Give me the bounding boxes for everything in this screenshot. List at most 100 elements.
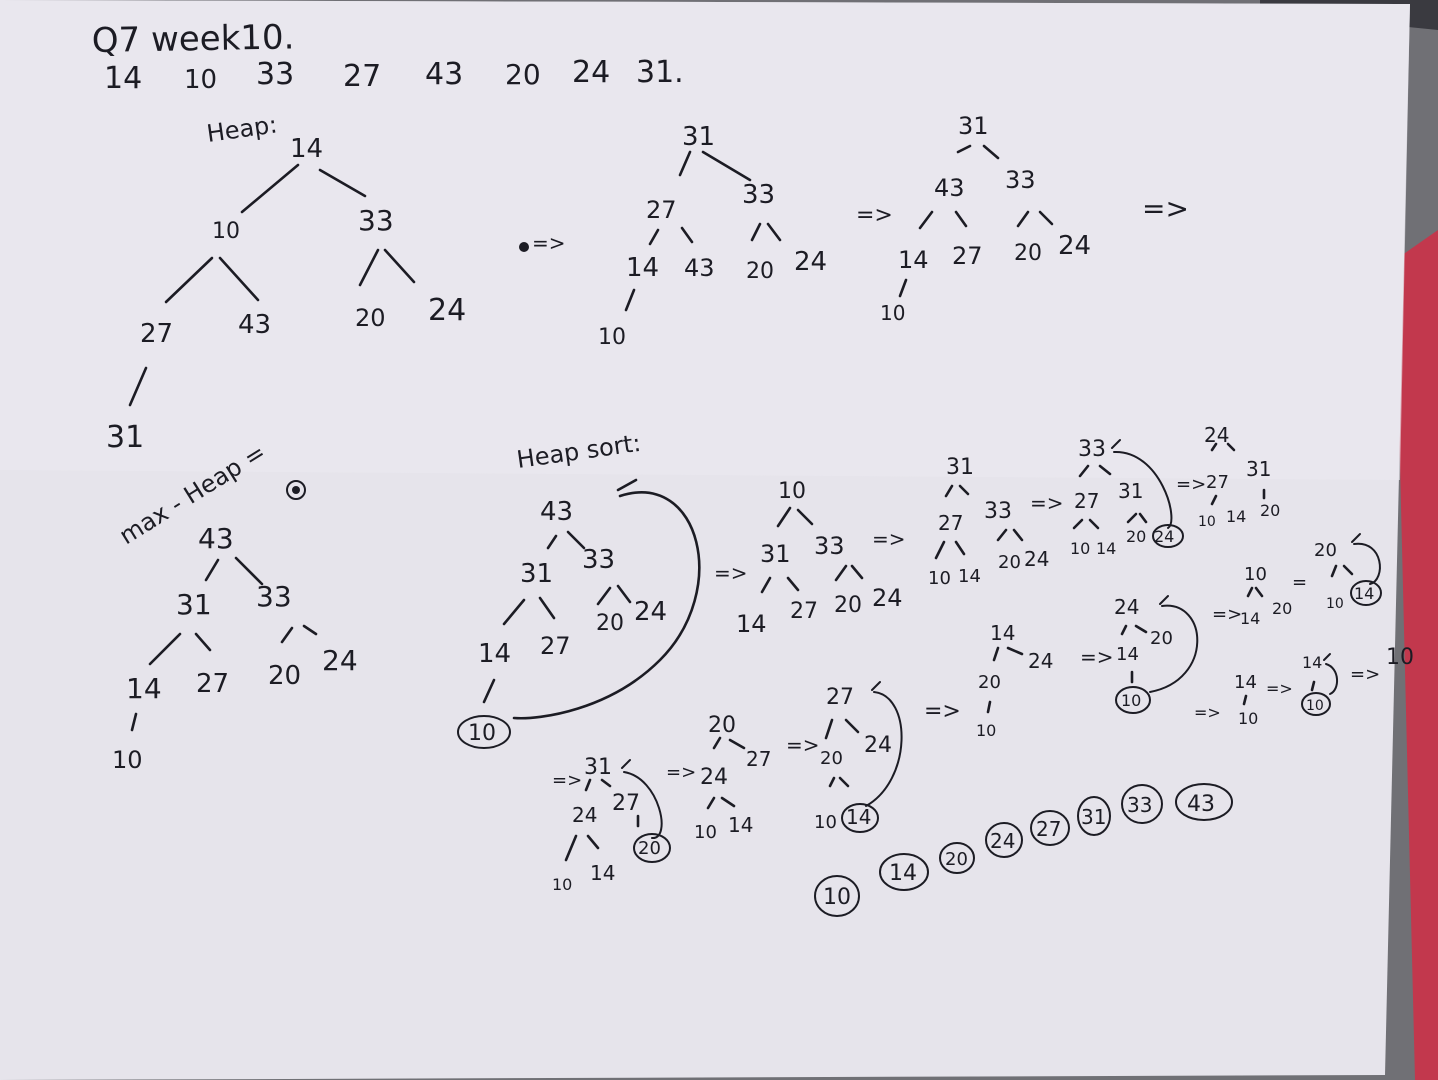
tree-node: 31 [958, 112, 989, 140]
tree-node: 31 [520, 559, 553, 589]
tree-node: 10 [976, 721, 996, 740]
sorted-value: 14 [889, 861, 917, 886]
arrow: => [1194, 703, 1221, 722]
sorted-value: 20 [945, 849, 968, 870]
heap-sort-step-b3: 27 20 24 10 14 [814, 681, 903, 833]
heap-sort-step-1: 43 31 33 14 27 20 24 10 [457, 478, 701, 749]
arrow: => [714, 561, 748, 585]
heap-sort-step-c4: => 14 10 [1194, 672, 1258, 728]
heap-sort-step-c3b: 20 10 14 [1314, 533, 1382, 612]
tree-node: 20 [978, 672, 1001, 693]
sorted-result: 10 14 20 24 27 31 33 43 [814, 783, 1233, 917]
tree-node: 27 [646, 196, 677, 224]
arrow: => [1080, 645, 1114, 669]
tree-node: 10 [1121, 691, 1141, 710]
sorted-value: 27 [1036, 817, 1061, 841]
tree-node: 10 [1198, 514, 1216, 530]
sequence-value: 31. [636, 55, 684, 90]
heap-sort-step-c3: 10 14 20 [1240, 564, 1292, 628]
tree-node: 31 [946, 455, 974, 480]
tree-node: 31 [760, 540, 791, 568]
tree-node: 31 [1246, 457, 1271, 481]
tree-node: 24 [1114, 595, 1139, 619]
tree-node: 14 [478, 639, 511, 669]
sorted-value: 33 [1127, 793, 1152, 817]
tree-node: 14 [290, 134, 323, 164]
tree-node: 20 [820, 748, 843, 769]
arrow: => [666, 762, 696, 783]
arrow: => [552, 770, 582, 791]
tree-node: 20 [1014, 241, 1042, 266]
arrow: => [872, 527, 906, 551]
sequence-value: 24 [572, 55, 610, 90]
tree-node: 14 [1234, 672, 1257, 693]
tree-node: 10 [112, 746, 143, 774]
tree-node: 24 [322, 644, 358, 677]
tree-node: 43 [684, 254, 715, 282]
sequence-value: 33 [256, 57, 294, 92]
tree-node: 10 [1386, 645, 1414, 670]
tree-node: 20 [355, 304, 386, 332]
sorted-value: 10 [823, 885, 851, 910]
tree-node: 27 [952, 242, 983, 270]
tree-node: 10 [1238, 709, 1258, 728]
arrow: => [532, 231, 566, 255]
tree-node: 33 [358, 204, 394, 237]
tree-node: 24 [572, 803, 597, 827]
tree-node: 31 [682, 122, 715, 152]
tree-node: 20 [1126, 527, 1146, 546]
tree-node: 10 [928, 568, 951, 589]
tree-node: 20 [268, 661, 301, 691]
tree-node: 24 [864, 733, 892, 758]
tree-node: 14 [126, 672, 162, 705]
tree-node: 20 [1150, 628, 1173, 649]
tree-node: 14 [728, 813, 753, 837]
tree-max-heap: 43 31 33 14 27 20 24 10 [112, 522, 358, 774]
arrow: => [924, 699, 961, 724]
tree-node: 14 [1302, 653, 1322, 672]
tree-node: 24 [634, 597, 667, 627]
tree-node: 14 [1226, 507, 1246, 526]
heap-sort-step-b2: 20 24 27 10 14 [694, 713, 771, 843]
tree-node: 33 [1078, 437, 1106, 462]
tree-node: 31 [1118, 479, 1143, 503]
tree-node: 31 [584, 755, 612, 780]
heap-sort-step-5: 24 27 31 10 14 20 [1198, 423, 1280, 530]
tree-node: 27 [826, 685, 854, 710]
tree-node: 14 [958, 566, 981, 587]
tree-node: 27 [540, 632, 571, 660]
heap-sort-step-b1: 31 24 27 10 14 20 [552, 755, 671, 894]
arrow: => [1176, 474, 1206, 495]
tree-node: 20 [1272, 599, 1292, 618]
tree-node: 33 [256, 580, 292, 613]
tree-node: 14 [846, 805, 871, 829]
sorted-value: 24 [990, 829, 1015, 853]
tree-node: 20 [596, 611, 624, 636]
tree-node: 14 [1240, 609, 1260, 628]
tree-node: 20 [708, 713, 736, 738]
heap-sort-step-2: 10 31 33 14 27 20 24 [736, 479, 903, 638]
tree-node: 27 [1074, 489, 1099, 513]
arrow: => [1030, 491, 1064, 515]
sequence-value: 43 [425, 57, 463, 92]
tree-node: 24 [1154, 527, 1174, 546]
tree-step-3: 31 43 33 14 27 20 24 10 [880, 112, 1091, 325]
arrow: => [1350, 664, 1380, 685]
arrow: => [1266, 679, 1293, 698]
sorted-value: 43 [1187, 792, 1215, 817]
tree-node: 24 [700, 765, 728, 790]
tree-node: 10 [1306, 698, 1324, 714]
tree-node: 31 [106, 420, 144, 455]
tree-node: 14 [1096, 539, 1116, 558]
sequence-value: 10 [184, 65, 217, 95]
tree-node: 10 [552, 875, 572, 894]
tree-node: 33 [582, 545, 615, 575]
tree-step-2: 31 27 33 14 43 20 24 10 [598, 122, 827, 350]
tree-node: 27 [612, 791, 640, 816]
arrow: => [856, 203, 893, 228]
heap-sort-step-c4b: 14 10 [1301, 653, 1338, 716]
tree-node: 10 [880, 301, 905, 325]
equals-sign: = [1292, 572, 1307, 593]
tree-node: 24 [872, 584, 903, 612]
